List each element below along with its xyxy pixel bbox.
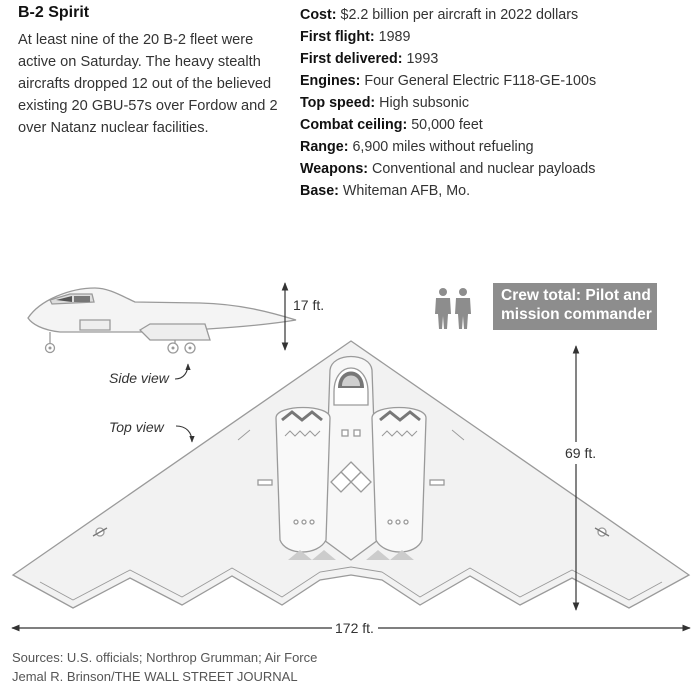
footer: Sources: U.S. officials; Northrop Grumma…	[12, 648, 317, 686]
height-label: 17 ft.	[293, 297, 324, 313]
spec-value: 6,900 miles without refueling	[348, 139, 534, 155]
spec-label: Engines:	[300, 73, 361, 89]
spec-label: Range:	[300, 139, 349, 155]
description: At least nine of the 20 B-2 fleet were a…	[18, 32, 278, 136]
spec-base: Base: Whiteman AFB, Mo.	[300, 180, 596, 202]
crew-figures-icon	[435, 288, 471, 329]
side-view-aircraft	[27, 287, 297, 354]
spec-value: 1993	[402, 51, 439, 67]
spec-weapons: Weapons: Conventional and nuclear payloa…	[300, 158, 596, 180]
spec-first-delivered: First delivered: 1993	[300, 48, 596, 70]
spec-value: High subsonic	[375, 95, 469, 111]
spec-range: Range: 6,900 miles without refueling	[300, 136, 596, 158]
spec-label: Cost:	[300, 7, 337, 23]
top-view-label: Top view	[109, 419, 165, 435]
wingspan-label: 172 ft.	[335, 620, 374, 636]
top-view-aircraft	[11, 340, 691, 609]
spec-list: Cost: $2.2 billion per aircraft in 2022 …	[300, 4, 596, 202]
spec-top-speed: Top speed: High subsonic	[300, 92, 596, 114]
page-title: B-2 Spirit	[18, 4, 90, 21]
length-dimension	[560, 345, 600, 611]
side-view-label: Side view	[109, 370, 170, 386]
spec-cost: Cost: $2.2 billion per aircraft in 2022 …	[300, 4, 596, 26]
side-view-pointer	[174, 363, 191, 380]
spec-label: Base:	[300, 183, 339, 199]
spec-value: Whiteman AFB, Mo.	[338, 183, 471, 199]
length-label: 69 ft.	[565, 445, 596, 461]
top-view-pointer	[175, 425, 195, 443]
credit-line: Jemal R. Brinson/THE WALL STREET JOURNAL	[12, 669, 298, 684]
spec-label: Top speed:	[300, 95, 376, 111]
spec-first-flight: First flight: 1989	[300, 26, 596, 48]
wingspan-dimension	[11, 618, 691, 638]
spec-value: Four General Electric F118-GE-100s	[360, 73, 597, 89]
sources-line: Sources: U.S. officials; Northrop Grumma…	[12, 650, 318, 665]
spec-value: 50,000 feet	[407, 117, 483, 133]
spec-label: Weapons:	[300, 161, 369, 177]
spec-label: First delivered:	[300, 51, 403, 67]
spec-value: Conventional and nuclear payloads	[368, 161, 596, 177]
crew-label-box: Crew total: Pilot and mission commander	[493, 283, 657, 330]
spec-value: 1989	[374, 29, 411, 45]
spec-label: First flight:	[300, 29, 375, 45]
spec-engines: Engines: Four General Electric F118-GE-1…	[300, 70, 596, 92]
spec-label: Combat ceiling:	[300, 117, 408, 133]
spec-value: $2.2 billion per aircraft in 2022 dollar…	[336, 7, 579, 23]
spec-combat-ceiling: Combat ceiling: 50,000 feet	[300, 114, 596, 136]
